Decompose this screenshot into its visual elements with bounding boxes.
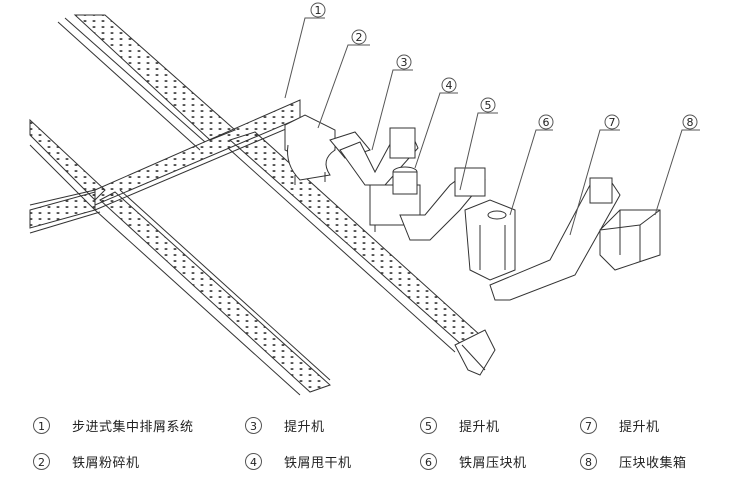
lifting-conveyor-5-drawing bbox=[399, 167, 486, 241]
conveyor-trough-main-upper bbox=[57, 14, 236, 151]
legend-number: 6 bbox=[420, 452, 437, 470]
briquetting-press-drawing bbox=[464, 199, 516, 281]
legend-label: 铁屑甩干机 bbox=[284, 455, 352, 471]
callout-4: 4 bbox=[441, 77, 457, 93]
svg-text:6: 6 bbox=[543, 116, 550, 129]
lifting-conveyor-7-drawing bbox=[489, 177, 621, 301]
legend-item-2: 2 铁屑粉碎机 bbox=[33, 450, 140, 472]
svg-text:4: 4 bbox=[446, 79, 453, 92]
callout-leaders bbox=[284, 17, 700, 236]
legend-number: 7 bbox=[580, 416, 597, 434]
legend-label: 提升机 bbox=[459, 419, 500, 435]
legend-item-3: 3 提升机 bbox=[245, 414, 325, 436]
legend-number: 4 bbox=[245, 452, 262, 470]
legend-label: 铁屑粉碎机 bbox=[72, 455, 140, 471]
legend-label: 提升机 bbox=[284, 419, 325, 435]
conveyor-trough-left bbox=[29, 118, 106, 211]
callout-5: 5 bbox=[480, 97, 496, 113]
legend-item-5: 5 提升机 bbox=[420, 414, 500, 436]
legend-item-4: 4 铁屑甩干机 bbox=[245, 450, 352, 472]
svg-text:2: 2 bbox=[356, 31, 363, 44]
legend-number: 1 bbox=[33, 416, 50, 434]
svg-text:3: 3 bbox=[401, 56, 408, 69]
collection-bin-drawing bbox=[599, 209, 661, 271]
legend-item-7: 7 提升机 bbox=[580, 414, 660, 436]
legend-number: 3 bbox=[245, 416, 262, 434]
legend-item-8: 8 压块收集箱 bbox=[580, 450, 687, 472]
legend-label: 压块收集箱 bbox=[619, 455, 687, 471]
conveyor-trough-cross-upper bbox=[29, 99, 301, 234]
svg-text:8: 8 bbox=[687, 116, 694, 129]
legend: 1 步进式集中排屑系统 2 铁屑粉碎机 3 提升机 4 铁屑甩干机 5 提升机 … bbox=[0, 405, 730, 485]
system-diagram: 1 2 3 4 5 6 7 8 bbox=[29, 2, 700, 396]
legend-number: 2 bbox=[33, 452, 50, 470]
legend-number: 8 bbox=[580, 452, 597, 470]
svg-text:5: 5 bbox=[485, 99, 492, 112]
callout-markers: 1 2 3 4 5 6 7 8 bbox=[310, 2, 698, 130]
callout-1: 1 bbox=[310, 2, 326, 18]
legend-label: 提升机 bbox=[619, 419, 660, 435]
svg-text:1: 1 bbox=[315, 4, 322, 17]
callout-2: 2 bbox=[351, 29, 367, 45]
legend-label: 铁屑压块机 bbox=[459, 455, 527, 471]
svg-text:7: 7 bbox=[609, 116, 616, 129]
callout-3: 3 bbox=[396, 54, 412, 70]
callout-7: 7 bbox=[604, 114, 620, 130]
conveyor-trough-lower bbox=[94, 189, 331, 396]
callout-6: 6 bbox=[538, 114, 554, 130]
legend-item-6: 6 铁屑压块机 bbox=[420, 450, 527, 472]
legend-number: 5 bbox=[420, 416, 437, 434]
callout-8: 8 bbox=[682, 114, 698, 130]
legend-item-1: 1 步进式集中排屑系统 bbox=[33, 414, 194, 436]
legend-label: 步进式集中排屑系统 bbox=[72, 419, 194, 435]
